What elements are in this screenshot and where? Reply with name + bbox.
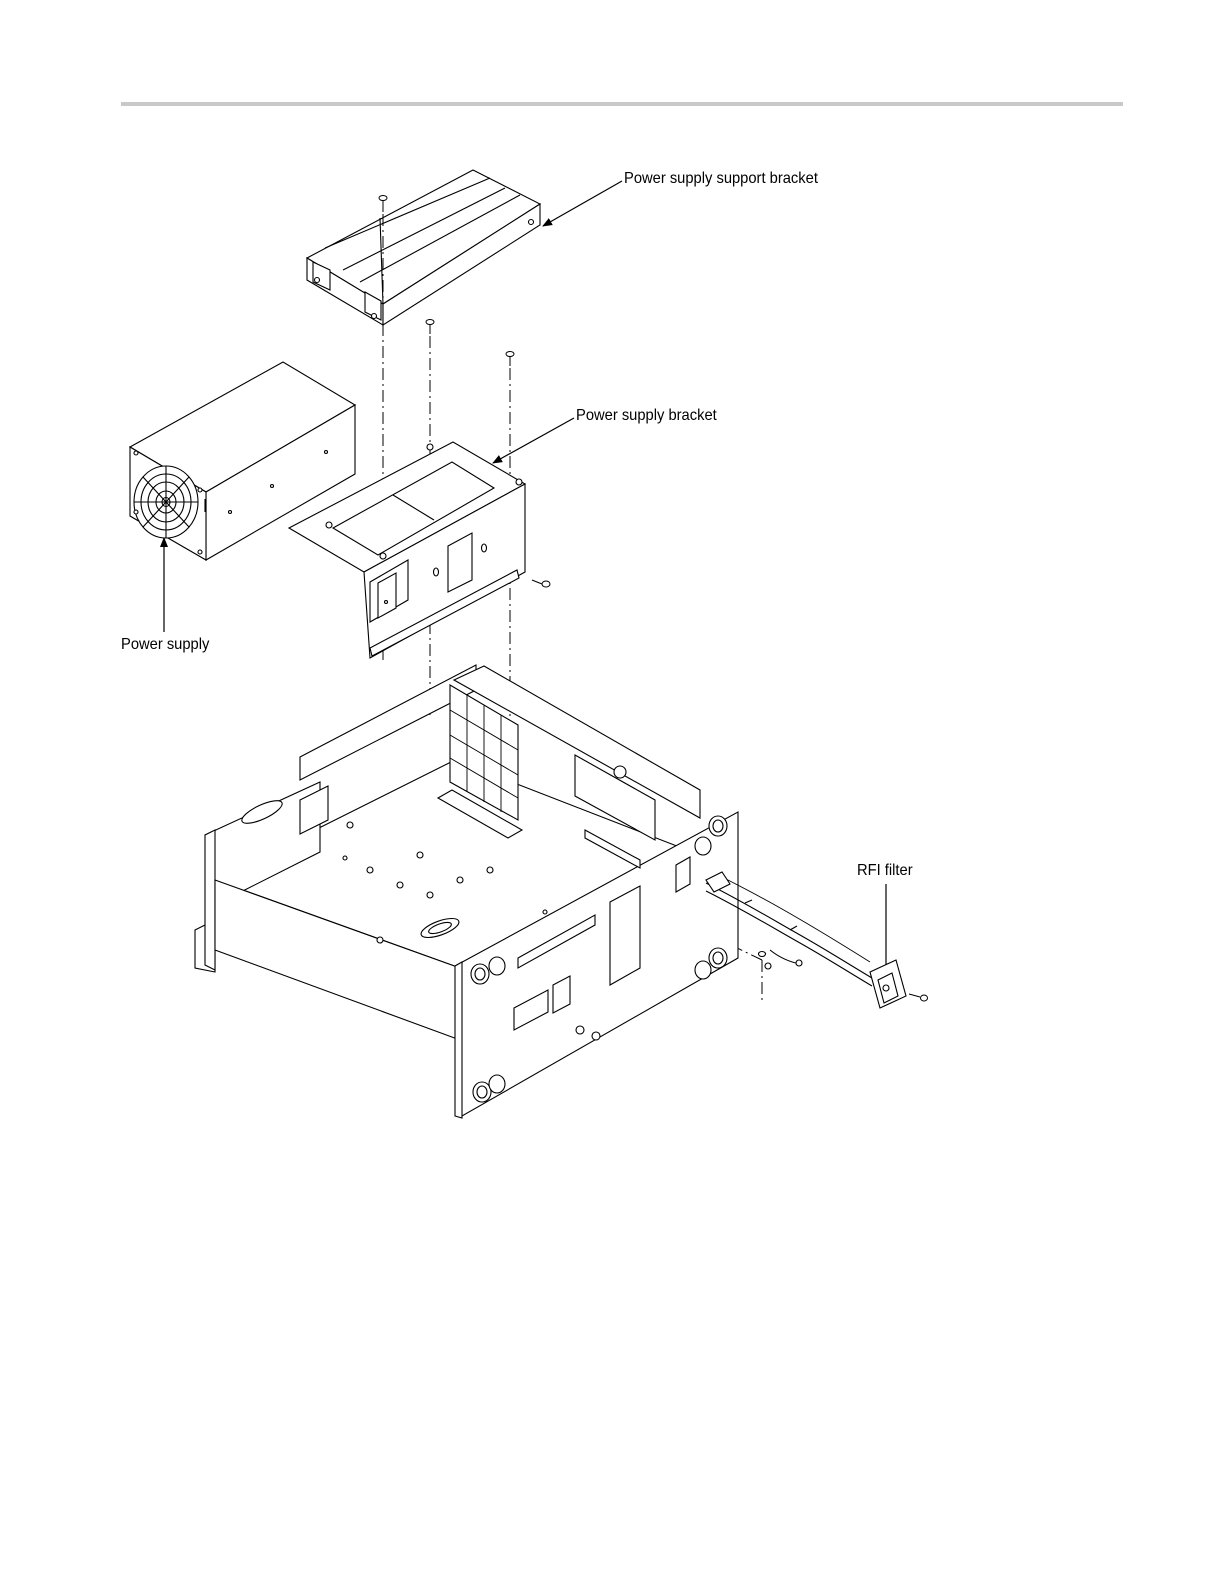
screw-2 [426,320,434,335]
arrow-support-bracket [543,181,622,226]
chassis-drawing [195,665,738,1118]
arrow-power-supply-bracket [493,418,574,463]
screw-3 [506,352,514,367]
support-bracket-drawing [307,170,540,325]
screw-1 [379,196,387,213]
screw-5 [909,994,928,1001]
screw-4 [532,580,550,587]
